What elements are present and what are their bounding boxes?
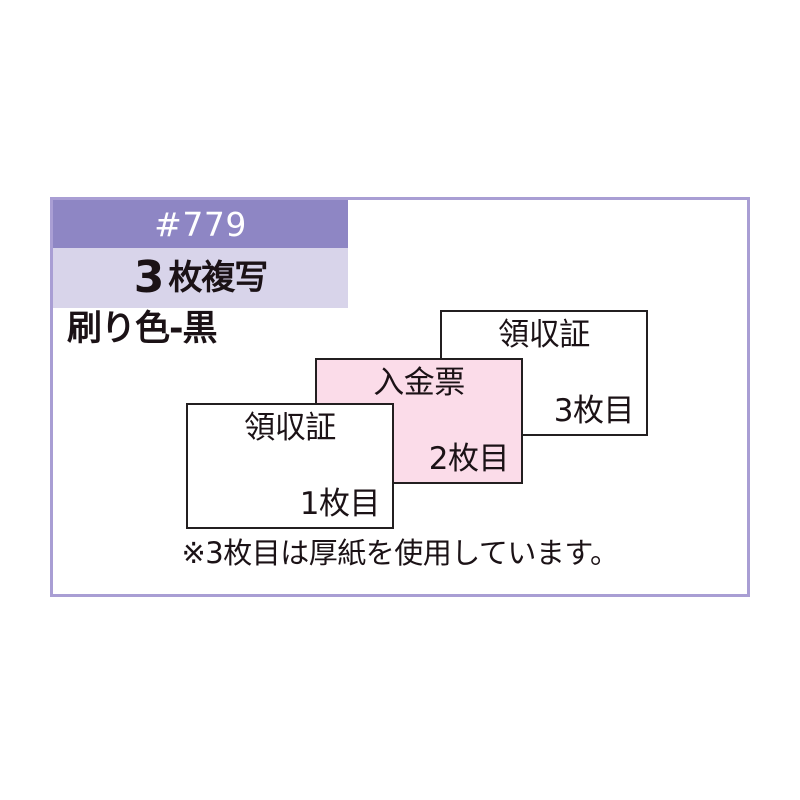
sheet-title: 領収証 <box>244 410 336 446</box>
sheet-stack-diagram: 領収証 3枚目 入金票 2枚目 領収証 1枚目 <box>53 200 747 594</box>
sheet-order: 2枚目 <box>428 441 510 478</box>
thick-paper-footnote: ※3枚目は厚紙を使用しています。 <box>181 536 619 570</box>
sheet-title: 領収証 <box>498 317 590 353</box>
copies-label: 枚複写 <box>168 258 268 298</box>
product-spec-card: #779 3 枚複写 刷り色-黒 領収証 3枚目 入金票 2枚目 領収証 1枚目… <box>50 197 750 597</box>
sheet-order: 1枚目 <box>299 486 381 523</box>
sheet-copy-1: 領収証 1枚目 <box>186 403 394 529</box>
ink-color-label: 刷り色-黒 <box>67 309 218 349</box>
product-code-label: #779 <box>154 204 247 244</box>
sheet-order: 3枚目 <box>553 393 635 430</box>
copies-band: 3 枚複写 <box>53 248 348 308</box>
copies-count: 3 <box>133 252 165 303</box>
product-code-band: #779 <box>53 200 348 248</box>
sheet-title: 入金票 <box>373 365 465 401</box>
